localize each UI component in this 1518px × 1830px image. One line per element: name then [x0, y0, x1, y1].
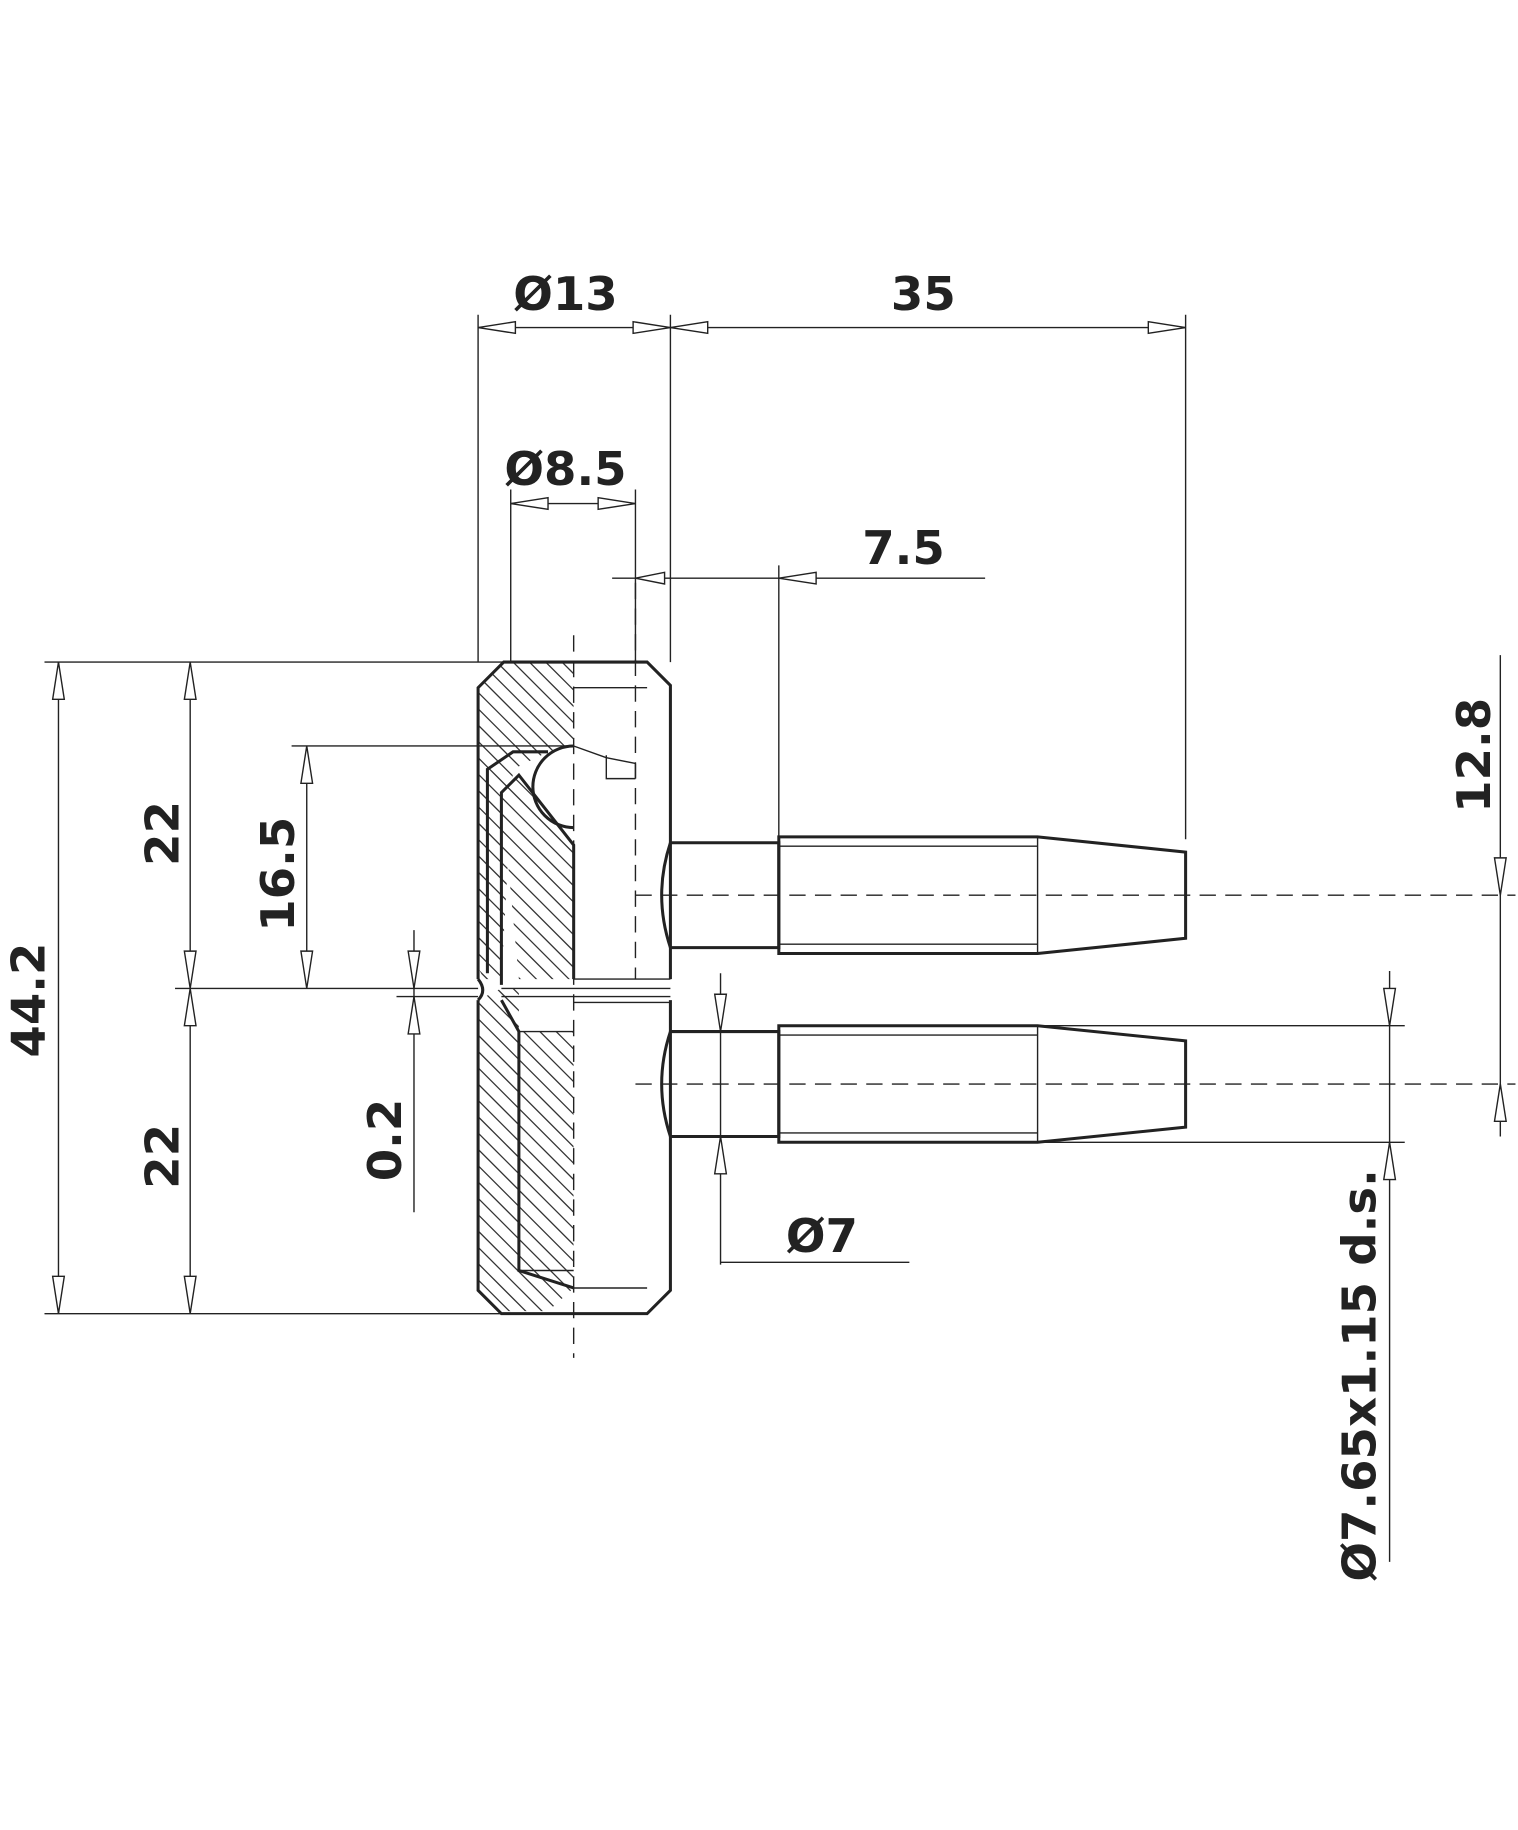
hatch-line [0, 629, 420, 1352]
hatch-line [478, 662, 574, 1312]
hatch-line [0, 629, 371, 1352]
extension-lines [44, 314, 1405, 1315]
dimension-arrows [51, 320, 1507, 1314]
hatch-line [478, 662, 574, 1312]
hatch-line [921, 629, 1518, 1352]
label-gap: 0.2 [358, 1099, 412, 1182]
hatch-line [611, 629, 1334, 1352]
hatch-line [856, 629, 1518, 1352]
hatch-line [496, 662, 574, 1312]
hatch-line [478, 662, 574, 1312]
hatch-line [937, 629, 1518, 1352]
label-outer-diameter: Ø13 [513, 267, 617, 321]
hatch-line [970, 629, 1518, 1352]
hatch-line [627, 629, 1350, 1352]
hatch-line [478, 662, 574, 1312]
hatch-line [478, 662, 574, 1312]
hatch-line [888, 629, 1518, 1352]
hatch-line [644, 629, 1367, 1352]
hinge-body-outline [476, 660, 672, 1316]
hatch-line [478, 662, 574, 1312]
hatch-line [478, 662, 502, 1312]
hatch-line [0, 629, 469, 1352]
hatch-line [478, 662, 574, 1312]
hatch-line [478, 662, 574, 1312]
hatch-line [1003, 629, 1518, 1352]
hatch-line [0, 629, 436, 1352]
hatch-line [478, 662, 574, 1312]
hatch-line [660, 629, 1383, 1352]
hatch-line [905, 629, 1518, 1352]
label-shoulder-offset: 7.5 [862, 521, 945, 575]
hatch-line [478, 662, 574, 1312]
label-pin-projection: 35 [891, 267, 956, 321]
section-hatching [0, 629, 1518, 1352]
hatch-line [478, 662, 551, 1312]
label-total-height: 44.2 [1, 943, 55, 1058]
hatch-line [0, 629, 403, 1352]
hatch-line [595, 629, 1318, 1352]
hatch-line [478, 662, 574, 1312]
hatch-line [790, 629, 1513, 1352]
label-pin-diameter: Ø7 [786, 1209, 858, 1263]
label-pin-spacing: 12.8 [1447, 698, 1501, 813]
hatch-line [872, 629, 1518, 1352]
hatch-line [478, 662, 574, 1312]
hatch-line [986, 629, 1518, 1352]
hatch-line [478, 662, 486, 1312]
hatch-line [478, 662, 535, 1312]
hatch-line [676, 629, 1399, 1352]
hatch-line [954, 629, 1518, 1352]
hatch-line [478, 662, 574, 1312]
hatch-line [545, 662, 574, 1312]
label-pin-position: 16.5 [251, 817, 305, 932]
hatch-line [478, 662, 574, 1312]
hatch-line [478, 662, 574, 1312]
hatch-line [478, 662, 574, 1312]
hatch-line [512, 662, 574, 1312]
label-thread-spec: Ø7.65x1.15 d.s. [1333, 1169, 1387, 1581]
hatch-line [478, 662, 574, 1312]
label-lower-height: 22 [136, 1124, 190, 1189]
hatch-line [478, 662, 574, 1312]
hatch-line [1019, 629, 1518, 1352]
hatch-line [478, 662, 574, 1312]
hatch-line [478, 662, 574, 1312]
hatch-line [478, 662, 574, 1312]
hatch-line [1035, 629, 1518, 1352]
hatch-line [478, 662, 574, 1312]
hatch-line [528, 662, 574, 1312]
hatch-line [478, 662, 574, 1312]
hatch-line [478, 662, 519, 1312]
hatch-line [478, 662, 574, 1312]
hatch-line [839, 629, 1518, 1352]
hatch-line [807, 629, 1518, 1352]
hatch-line [478, 662, 574, 1312]
label-upper-height: 22 [136, 801, 190, 866]
hatch-line [478, 662, 574, 1312]
hatch-line [823, 629, 1518, 1352]
hatch-line [0, 629, 452, 1352]
dimension-labels: Ø13 35 Ø8.5 7.5 12.8 44.2 22 22 16.5 0.2… [1, 267, 1500, 1582]
label-inner-diameter: Ø8.5 [504, 442, 626, 496]
hatch-line [578, 629, 1301, 1352]
hatch-line [478, 662, 574, 1312]
hatch-line [478, 662, 574, 1312]
hatch-line [478, 662, 574, 1312]
hatch-line [478, 662, 574, 1312]
